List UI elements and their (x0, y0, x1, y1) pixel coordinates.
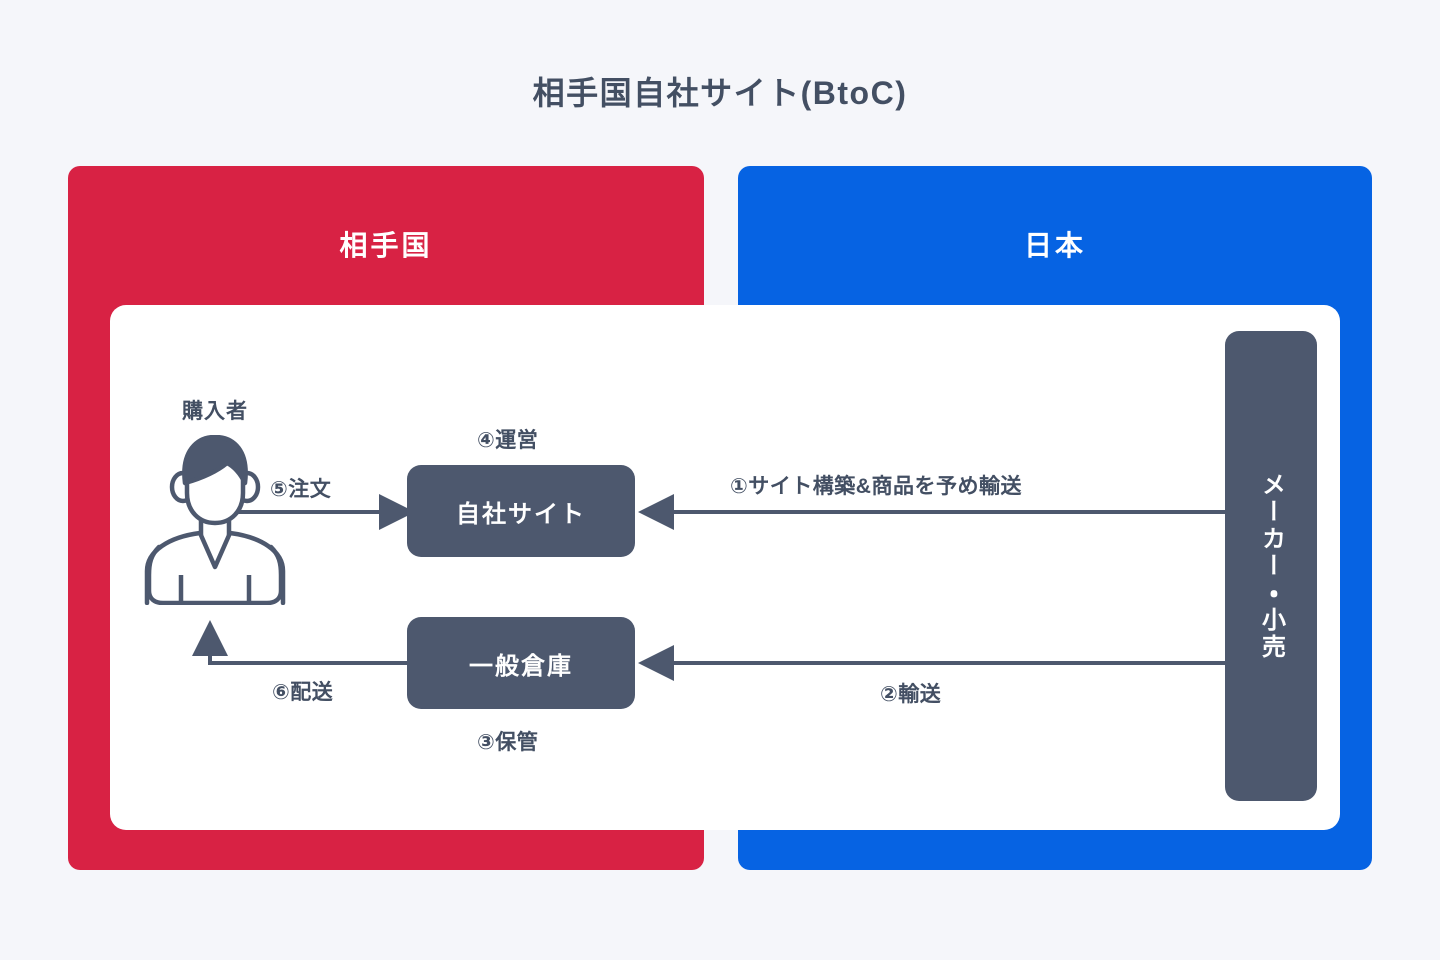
panel-japan-label: 日本 (1023, 230, 1086, 261)
buyer-label: 購入者 (182, 400, 248, 423)
flow-label-step3: ③保管 (477, 731, 539, 754)
node-own-site-label: 自社サイト (456, 500, 586, 528)
flow-label-step4: ④運営 (477, 429, 539, 452)
page-title: 相手国自社サイト(BtoC) (532, 75, 908, 111)
node-maker[interactable]: メーカー・小売 (1225, 331, 1317, 801)
flow-label-step2: ②輸送 (880, 683, 942, 706)
flow-label-step5: ⑤注文 (270, 478, 332, 501)
panel-partner-country-label: 相手国 (339, 230, 433, 261)
node-own-site[interactable]: 自社サイト (407, 465, 635, 557)
buyer-group: 購入者 (135, 395, 295, 605)
flow-label-step6: ⑥配送 (272, 681, 334, 704)
person-icon (144, 435, 286, 605)
node-warehouse-label: 一般倉庫 (469, 652, 573, 680)
flow-label-step1: ①サイト構築&商品を予め輸送 (730, 475, 1022, 498)
node-maker-label: メーカー・小売 (1257, 471, 1285, 661)
diagram-content-card (110, 305, 1340, 830)
node-warehouse[interactable]: 一般倉庫 (407, 617, 635, 709)
